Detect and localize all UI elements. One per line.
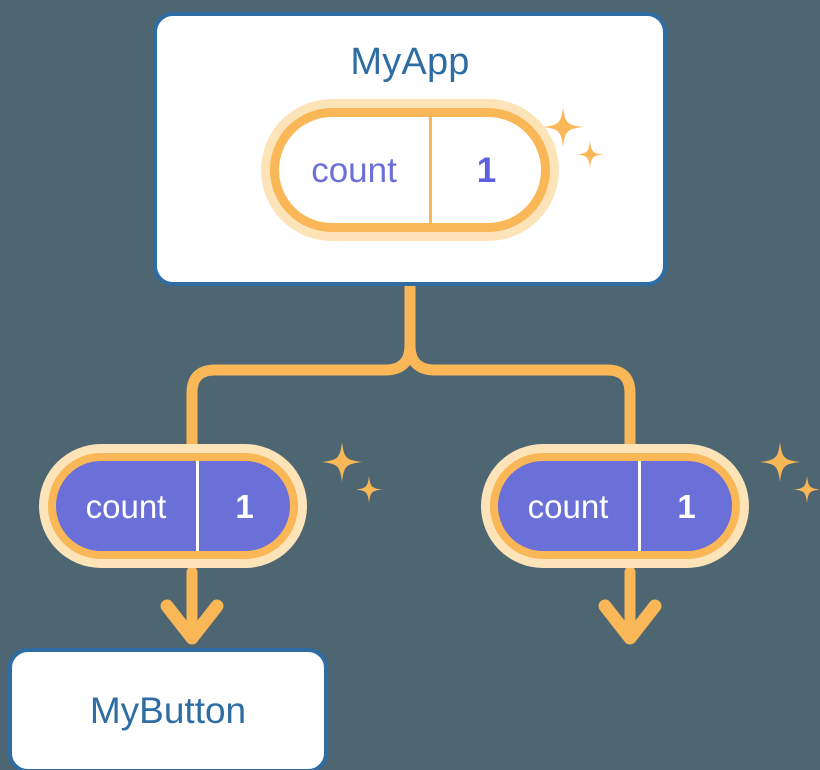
component-title-mybutton-left: MyButton: [89, 690, 247, 731]
arrow-left: [160, 566, 224, 645]
state-key-mybutton-right: count: [527, 487, 609, 525]
state-value-mybutton-right: 1: [677, 487, 696, 525]
component-title-myapp: MyApp: [350, 41, 470, 83]
sparkle-large-icon: [322, 442, 362, 482]
state-pill-divider: [429, 117, 432, 223]
branch-left: [186, 339, 416, 461]
sparkles-icon: [760, 442, 820, 503]
state-pill-divider: [196, 461, 199, 551]
state-key-mybutton-left: count: [85, 487, 167, 525]
component-card-mybutton-left[interactable]: MyButton: [8, 648, 328, 770]
sparkle-large-icon: [760, 442, 800, 482]
state-value-mybutton-left: 1: [235, 487, 254, 525]
branch-right: [404, 339, 636, 461]
sparkle-small-icon: [356, 476, 382, 503]
state-pill-mybutton-right[interactable]: count 1: [490, 453, 740, 559]
state-pill-myapp[interactable]: count 1: [270, 108, 550, 232]
state-key-myapp: count: [311, 150, 397, 190]
state-value-myapp: 1: [476, 150, 497, 190]
arrow-right: [598, 566, 662, 645]
state-pill-mybutton-left[interactable]: count 1: [48, 453, 298, 559]
sparkle-small-icon: [794, 476, 820, 503]
state-pill-divider: [638, 461, 641, 551]
sparkles-icon: [322, 442, 382, 503]
